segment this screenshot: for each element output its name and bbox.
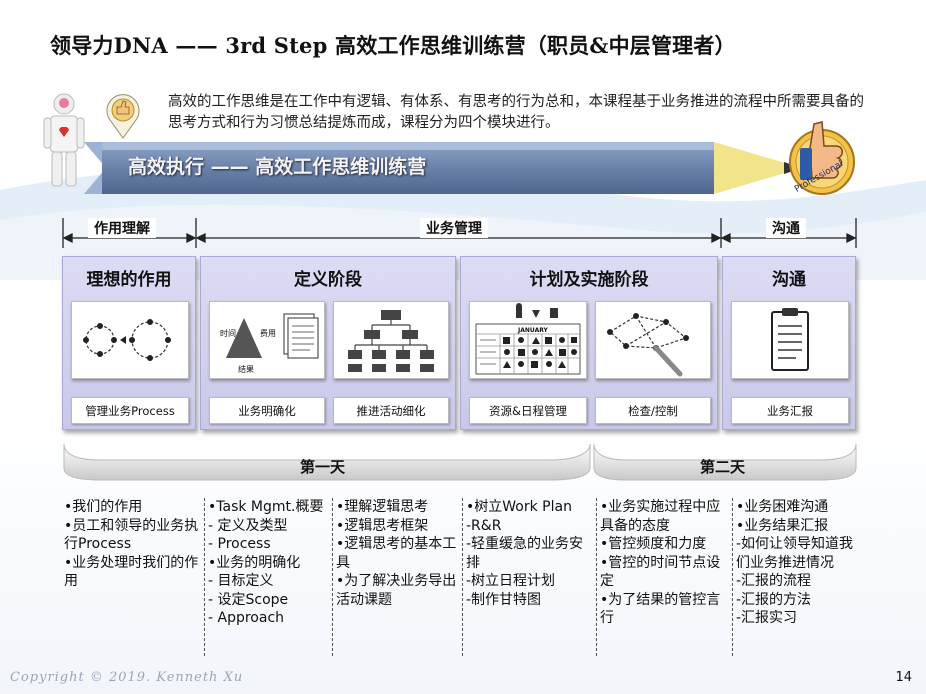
professional-badge-icon [789,121,855,195]
list-item: - Approach [208,610,285,626]
module-ideal-role: 理想的作用 管理业务Process [62,256,196,430]
label-communication: 沟通 [766,218,806,238]
caption-business-report: 业务汇报 [731,397,849,424]
caption-business-clarify: 业务明确化 [209,397,325,424]
process-cycle-diagram [83,319,171,361]
list-item: •业务困难沟通 [736,499,829,515]
list-item: •业务的明确化 [208,554,301,571]
copyright-text: Copyright © 2019. Kenneth Xu [10,670,244,685]
clipboard-picture [731,301,849,379]
label-result: 结果 [238,365,254,374]
caption-manage-process: 管理业务Process [71,397,189,424]
caption-check-control: 检查/控制 [595,397,711,424]
label-cost: 费用 [260,329,276,338]
content-column-6: •业务困难沟通 •业务结果汇报 -如何让领导知道我们业务推进情况 -汇报的流程 … [736,498,866,654]
day-brackets [63,443,857,481]
label-january: JANUARY [518,327,548,334]
list-item: - 定义及类型 [208,517,288,534]
calendar-picture: JANUARY [469,301,587,379]
module-title: 计划及实施阶段 [529,270,649,290]
triangle-docs-diagram [226,313,319,359]
module-title: 沟通 [772,270,806,290]
list-item: -汇报的方法 [736,591,812,608]
list-item: •管控频度和力度 [600,536,707,552]
content-column-2: •Task Mgmt.概要 - 定义及类型 - Process •业务的明确化 … [208,498,330,654]
column-divider [596,498,597,656]
list-item: •理解逻辑思考 [336,499,429,515]
list-item: •业务结果汇报 [736,517,829,534]
intro-paragraph: 高效的工作思维是在工作中有逻辑、有体系、有思考的行为总和，本课程基于业务推进的流… [168,94,864,131]
person-heart-icon [43,93,85,187]
label-day-two: 第二天 [700,458,746,476]
list-item: -R&R [466,517,502,534]
list-item: -轻重缓急的业务安排 [466,536,584,571]
list-item: •逻辑思考的基本工具 [336,536,457,571]
caption-activity-detail: 推进活动细化 [333,397,449,424]
page-number: 14 [895,670,912,685]
clipboard-icon [771,308,809,371]
list-item: •逻辑思考框架 [336,517,429,534]
caption-resource-schedule: 资源&日程管理 [469,397,587,424]
list-item: •管控的时间节点设定 [600,554,721,590]
list-item: - 目标定义 [208,573,274,589]
content-column-4: •树立Work Plan -R&R -轻重缓急的业务安排 -树立日程计划 -制作… [466,498,592,654]
label-time: 时间 [220,329,236,338]
network-check-diagram [607,313,689,377]
list-item: -制作甘特图 [466,591,542,608]
slide-title: 领导力DNA —— 3rd Step 高效工作思维训练营（职员&中层管理者） [50,33,736,58]
list-item: •员工和领导的业务执行Process [64,517,199,553]
column-divider [462,498,463,656]
column-divider [332,498,333,656]
label-day-one: 第一天 [300,458,346,476]
list-item: •业务实施过程中应具备的态度 [600,499,721,534]
process-cycle-picture [71,301,189,379]
label-role-understanding: 作用理解 [88,218,156,238]
list-item: -汇报的流程 [736,573,812,589]
org-chart-picture [333,301,449,379]
list-item: •树立Work Plan [466,499,572,515]
module-title: 定义阶段 [294,270,362,290]
module-title: 理想的作用 [86,270,172,290]
list-item: •Task Mgmt.概要 [208,499,324,515]
list-item: - 设定Scope [208,591,289,608]
label-business-management: 业务管理 [420,218,488,238]
pencil-banner [84,142,802,194]
list-item: -树立日程计划 [466,573,556,589]
org-chart-diagram [348,310,434,372]
module-definition-phase: 定义阶段 时间 费用 结果 业务明确化 推进活动细化 [200,256,456,430]
phase-span-arrows [62,218,857,248]
list-item: •我们的作用 [64,499,143,515]
list-item: - Process [208,536,271,552]
list-item: •为了结果的管控言行 [600,591,721,627]
content-column-1: •我们的作用 •员工和领导的业务执行Process •业务处理时我们的作用 [64,498,200,654]
content-column-3: •理解逻辑思考 •逻辑思考框架 •逻辑思考的基本工具 •为了解决业务导出活动课题 [336,498,458,654]
list-item: -汇报实习 [736,610,798,626]
module-plan-execution-phase: 计划及实施阶段 JANUARY 资源&日程管 [460,256,718,430]
calendar-diagram [475,303,581,375]
column-divider [204,498,205,656]
triangle-docs-picture: 时间 费用 结果 [209,301,325,379]
list-item: •业务处理时我们的作用 [64,554,199,590]
column-divider [732,498,733,656]
list-item: -如何让领导知道我们业务推进情况 [736,536,854,571]
module-communication: 沟通 业务汇报 [722,256,856,430]
banner-title: 高效执行 —— 高效工作思维训练营 [128,156,427,178]
thumbs-up-pin-icon [106,94,140,139]
list-item: •为了解决业务导出活动课题 [336,573,457,608]
content-column-5: •业务实施过程中应具备的态度 •管控频度和力度 •管控的时间节点设定 •为了结果… [600,498,728,654]
network-check-picture [595,301,711,379]
